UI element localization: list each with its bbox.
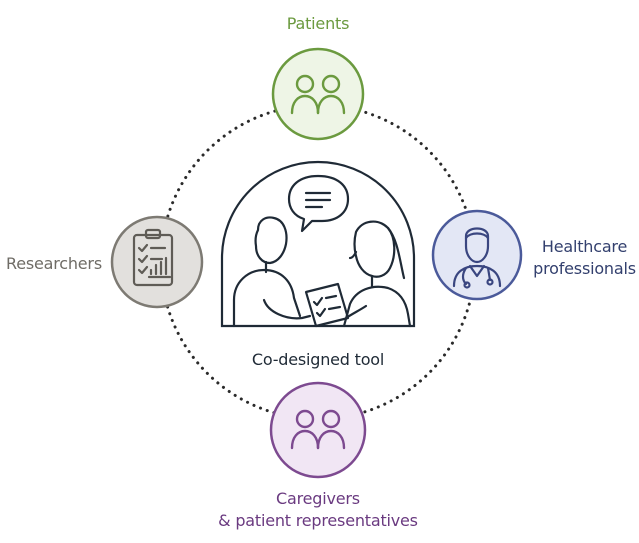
healthcare-label-line2: professionals bbox=[533, 259, 636, 278]
healthcare-label-line1: Healthcare bbox=[541, 237, 628, 256]
patients-label: Patients bbox=[286, 14, 350, 33]
doctor-icon bbox=[452, 227, 502, 289]
healthcare-label: Healthcare professionals bbox=[532, 236, 637, 280]
consultation-scene-icon bbox=[232, 174, 412, 328]
caregivers-label: Caregivers & patient representatives bbox=[218, 488, 418, 532]
researchers-label: Researchers bbox=[6, 254, 102, 273]
center-dome bbox=[220, 160, 416, 328]
healthcare-node bbox=[431, 209, 523, 301]
center-label: Co-designed tool bbox=[251, 350, 385, 369]
clipboard-chart-icon bbox=[132, 228, 174, 287]
caregivers-label-line1: Caregivers bbox=[276, 489, 360, 508]
patients-node bbox=[271, 47, 365, 141]
patients-people-icon bbox=[290, 74, 346, 115]
caregivers-label-line2: & patient representatives bbox=[218, 511, 418, 530]
caregivers-people-icon bbox=[290, 409, 346, 450]
caregivers-node bbox=[269, 381, 367, 479]
